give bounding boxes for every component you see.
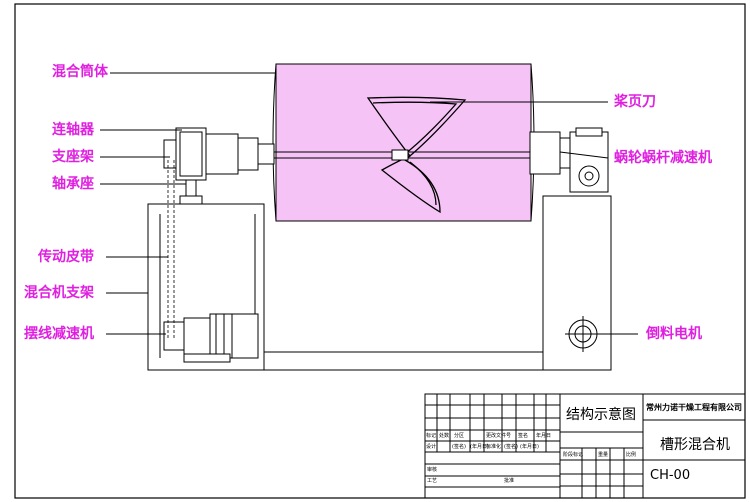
label-bearing-seat: 轴承座 <box>52 176 94 192</box>
left-bearing-assembly <box>163 127 275 205</box>
label-drive-belt: 传动皮带 <box>38 249 94 265</box>
paddle-blade <box>366 96 467 214</box>
label-cycloid-reducer: 摆线减速机 <box>24 326 94 342</box>
mixing-drum <box>272 63 535 222</box>
label-tipping-motor: 倒料电机 <box>646 326 702 342</box>
cycloid-reducer <box>163 313 259 363</box>
tb-header-5: 签名 <box>518 433 529 439</box>
tb-stage-2: 重量 <box>598 452 609 458</box>
mixer-frame <box>147 195 612 371</box>
label-worm-reducer: 蜗轮蜗杆减速机 <box>614 150 712 166</box>
product-name: 槽形混合机 <box>660 437 730 453</box>
tb-header-6: 年月日 <box>536 433 552 439</box>
tb-stage-1: 阶段标记 <box>563 452 584 458</box>
tb-row2-4: 标准化 <box>486 444 502 450</box>
worm-reducer <box>529 127 609 193</box>
drawing-number: CH-00 <box>650 468 691 483</box>
tb-row2-3: (年月日) <box>470 444 489 450</box>
label-paddle-blade: 桨页刀 <box>614 94 656 110</box>
label-bearing-bracket: 支座架 <box>52 149 94 165</box>
label-coupling: 连轴器 <box>52 122 94 138</box>
tb-row2-2: (签名) <box>452 444 466 450</box>
tb-row2-1: 设计 <box>426 444 437 450</box>
tb-row2-6: (年月日) <box>520 444 539 450</box>
tb-row2-5: (签名) <box>504 444 518 450</box>
tb-header-1: 标记 <box>426 433 437 439</box>
drawing-border <box>14 3 746 499</box>
tb-stage-3: 比例 <box>626 452 637 458</box>
label-mixing-drum: 混合筒体 <box>52 64 108 80</box>
title-block <box>424 393 746 499</box>
tb-header-4: 更改文件号 <box>486 433 512 439</box>
tb-approve: 批准 <box>504 478 515 484</box>
drive-belt <box>167 160 175 340</box>
tipping-motor <box>565 316 601 352</box>
tb-review: 审核 <box>427 467 438 473</box>
diagram-name: 结构示意图 <box>566 407 636 423</box>
leader-lines <box>100 72 638 335</box>
company-name: 常州力诺干燥工程有限公司 <box>646 403 742 412</box>
tb-header-2: 处数 <box>439 433 450 439</box>
label-mixer-frame: 混合机支架 <box>24 285 94 301</box>
tb-process: 工艺 <box>427 478 438 484</box>
tb-header-3: 分区 <box>454 433 465 439</box>
